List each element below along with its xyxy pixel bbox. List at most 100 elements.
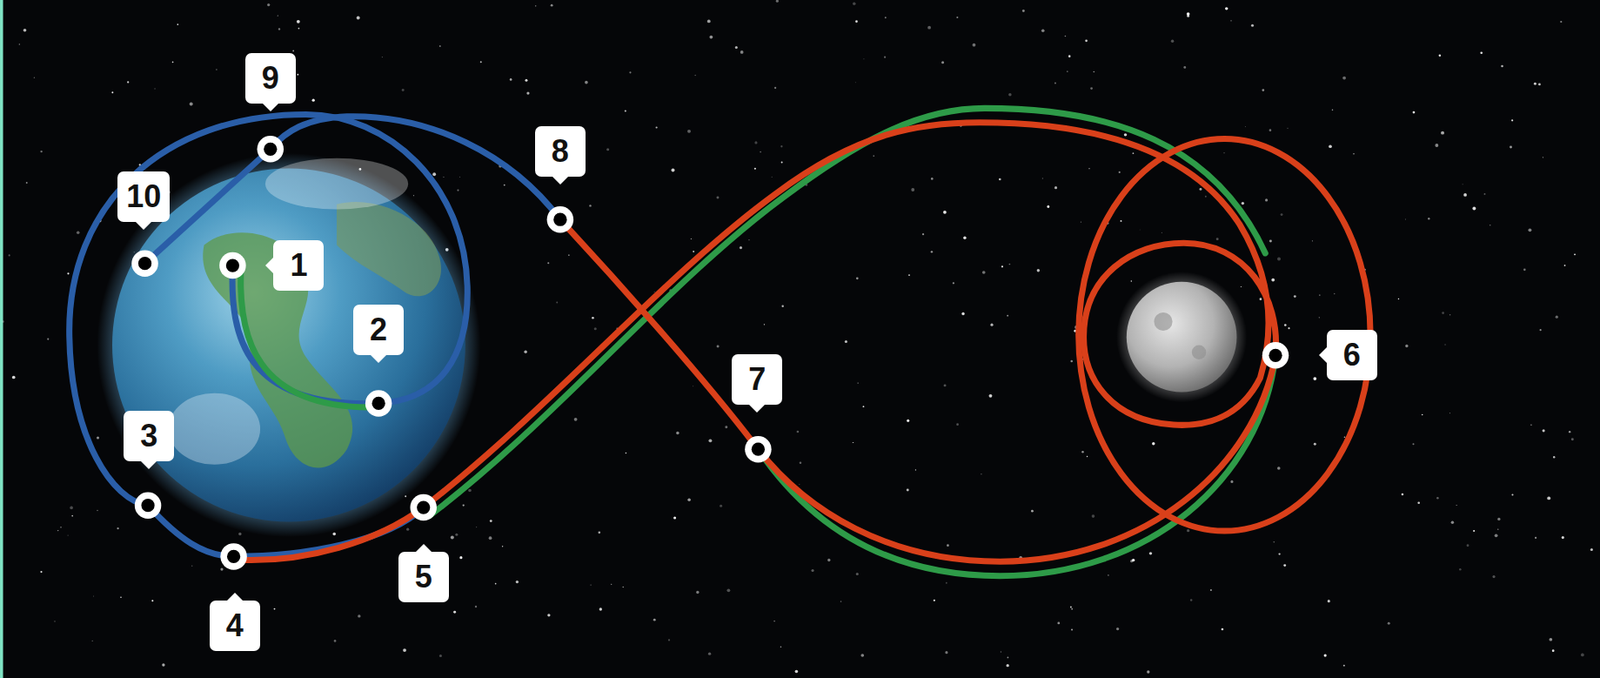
star: [96, 436, 100, 440]
star: [1131, 280, 1132, 282]
star: [852, 441, 854, 443]
star: [690, 238, 692, 240]
star: [1251, 24, 1254, 27]
star: [334, 639, 337, 643]
star: [1124, 133, 1127, 136]
star: [1484, 193, 1487, 195]
star: [1070, 360, 1073, 363]
star: [1559, 20, 1562, 23]
star: [1494, 533, 1499, 537]
star: [982, 270, 986, 275]
star: [941, 60, 944, 64]
star: [502, 545, 503, 547]
star: [694, 74, 696, 76]
star: [1312, 376, 1317, 381]
star: [468, 488, 472, 493]
earth-orbit-path: [69, 113, 469, 556]
star: [127, 80, 129, 83]
star: [708, 652, 711, 656]
star: [748, 239, 750, 241]
star: [1042, 177, 1044, 179]
frame-edge: [0, 0, 4, 678]
star: [1271, 278, 1275, 282]
star: [624, 109, 627, 112]
star: [1343, 664, 1346, 667]
star: [1146, 669, 1150, 673]
moon-crater: [1153, 312, 1172, 331]
star: [1, 320, 4, 322]
callout-box: 5: [398, 551, 449, 603]
star: [1190, 598, 1193, 602]
star: [33, 76, 35, 78]
star: [1398, 298, 1400, 300]
star: [687, 497, 691, 502]
star: [526, 92, 529, 95]
star: [1500, 65, 1504, 68]
star: [1427, 217, 1430, 220]
waypoint-marker: [131, 249, 158, 277]
waypoint-marker: [409, 494, 436, 522]
star: [19, 43, 21, 45]
star: [1070, 606, 1072, 609]
star: [961, 312, 965, 315]
star: [547, 613, 550, 616]
star: [735, 46, 738, 49]
star: [1333, 293, 1336, 295]
star: [945, 582, 948, 584]
callout-number: 7: [748, 363, 766, 395]
star: [716, 195, 719, 199]
star: [524, 79, 528, 82]
star: [1318, 316, 1320, 318]
star: [292, 50, 295, 53]
star: [1259, 297, 1263, 301]
star: [798, 482, 801, 485]
waypoint-center: [226, 258, 240, 272]
star: [1277, 257, 1281, 262]
star: [1463, 193, 1467, 197]
star: [1436, 496, 1440, 500]
callout-number: 4: [226, 609, 244, 642]
star: [509, 78, 513, 81]
star: [716, 344, 720, 348]
star: [1171, 39, 1174, 42]
earth-clouds: [168, 393, 262, 465]
star: [1066, 70, 1069, 73]
star: [1286, 127, 1288, 129]
star: [606, 147, 610, 151]
star: [915, 468, 917, 470]
star: [23, 28, 27, 33]
star: [653, 618, 657, 622]
star: [475, 605, 477, 608]
star: [1071, 628, 1073, 630]
star: [459, 176, 461, 178]
star: [687, 129, 691, 134]
star: [1071, 608, 1073, 610]
callout-box: 4: [209, 600, 261, 651]
star: [1417, 501, 1420, 504]
waypoint-marker: [1262, 341, 1289, 369]
star: [584, 80, 589, 85]
star: [57, 529, 59, 531]
star: [943, 210, 947, 215]
star: [956, 16, 958, 19]
star: [1001, 265, 1004, 268]
star: [776, 0, 779, 3]
waypoint-marker: [257, 135, 284, 163]
star: [488, 535, 493, 540]
star: [1462, 183, 1464, 185]
star: [1549, 637, 1554, 642]
waypoint-center: [553, 213, 567, 227]
star: [943, 383, 947, 387]
star: [930, 177, 934, 181]
star: [220, 567, 223, 570]
star: [740, 50, 744, 54]
star: [1441, 311, 1445, 315]
callout-box: 10: [117, 171, 170, 222]
star: [1312, 240, 1313, 242]
waypoint-center: [416, 500, 430, 514]
star: [799, 461, 803, 464]
star: [312, 99, 315, 102]
star: [1571, 437, 1574, 441]
star: [296, 73, 299, 76]
